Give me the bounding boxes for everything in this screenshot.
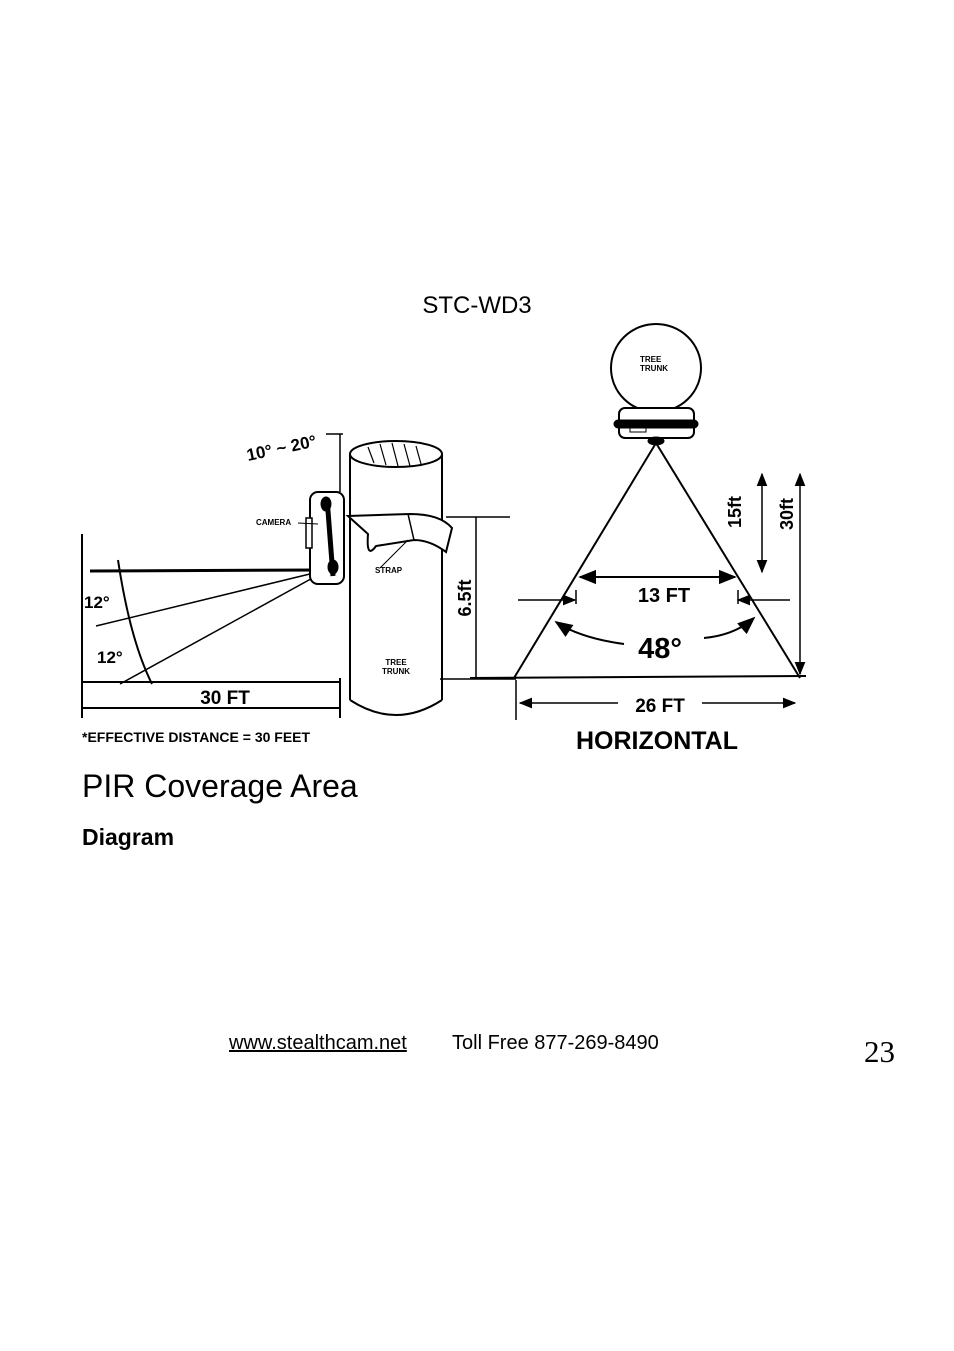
angle-lower-label: 12° — [97, 648, 123, 667]
toll-free-phone: Toll Free 877-269-8490 — [452, 1032, 659, 1054]
tilt-label: 10° ~ 20° — [245, 432, 318, 465]
horizontal-angle-label: 48° — [638, 633, 682, 665]
page-subheading: Diagram — [82, 824, 175, 850]
top-view — [469, 323, 807, 720]
page-number: 23 — [864, 1034, 895, 1069]
model-name: STC-WD3 — [422, 292, 532, 319]
full-depth-label: 30ft — [777, 498, 797, 530]
view-label: HORIZONTAL — [576, 727, 738, 755]
strap-label: STRAP — [375, 566, 403, 575]
mid-width-label: 13 FT — [638, 585, 690, 607]
trunk-label-line: TREE — [640, 355, 662, 364]
full-width-label: 26 FT — [635, 696, 685, 717]
mid-depth-label: 15ft — [725, 496, 745, 528]
website-link[interactable]: www.stealthcam.net — [229, 1032, 407, 1054]
page-heading: PIR Coverage Area — [82, 768, 358, 804]
trunk-label-line: TRUNK — [640, 364, 668, 373]
side-view — [81, 433, 516, 718]
mount-height-label: 6.5ft — [455, 579, 475, 616]
effective-distance-note: *EFFECTIVE DISTANCE = 30 FEET — [82, 729, 311, 745]
angle-upper-label: 12° — [84, 593, 110, 612]
trunk-label-line: TRUNK — [382, 667, 410, 676]
side-distance-label: 30 FT — [200, 688, 250, 709]
trunk-label-line: TREE — [385, 658, 407, 667]
camera-label: CAMERA — [256, 518, 291, 527]
